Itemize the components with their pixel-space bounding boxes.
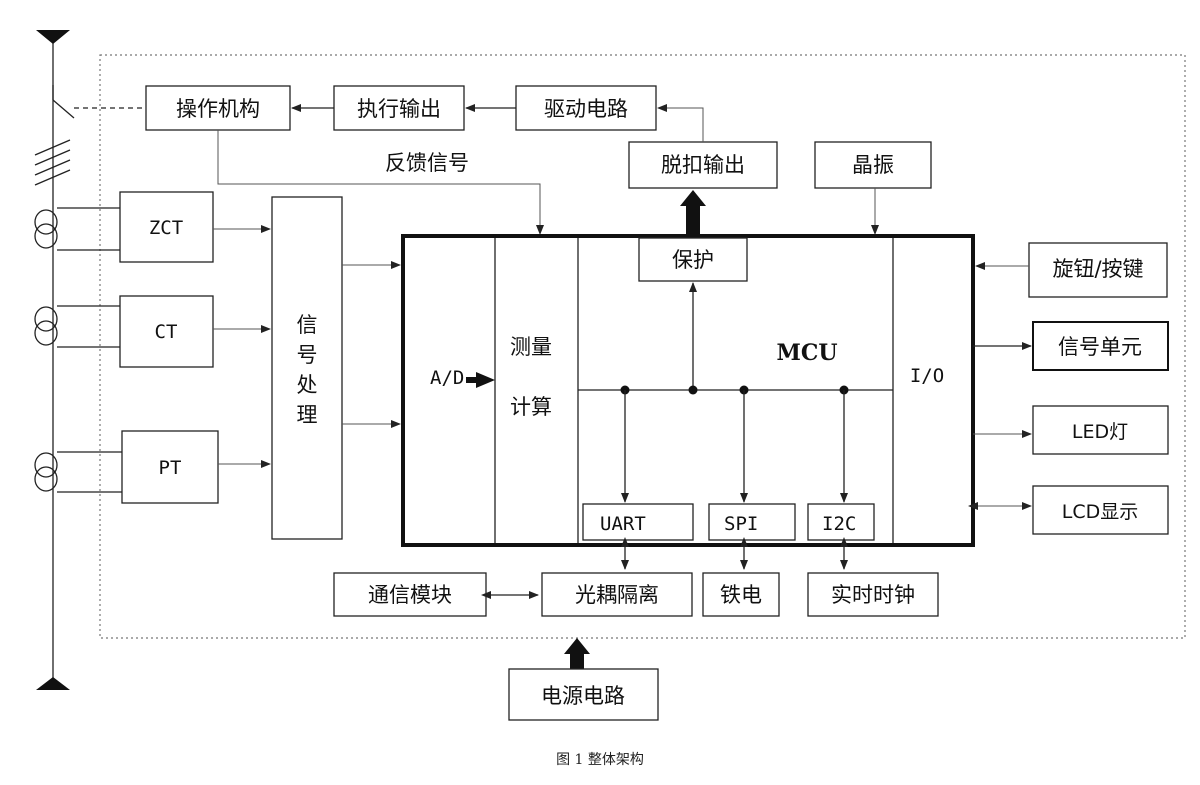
ct-label: CT	[155, 321, 178, 343]
io-label: I/O	[910, 365, 944, 387]
ad-arrow-icon	[466, 372, 495, 388]
comm-module-label: 通信模块	[368, 583, 452, 607]
pt-label: PT	[159, 457, 182, 479]
led-light-label: LED灯	[1072, 421, 1128, 443]
execute-output-label: 执行输出	[357, 97, 441, 121]
signal-processing-char-3: 处	[297, 373, 318, 397]
mcu-block: A/D 测量 计算 MCU I/O 保护 UART SPI I2C	[401, 234, 975, 547]
rtc-block: 实时时钟	[807, 572, 939, 617]
signal-processing-char-4: 理	[297, 403, 318, 427]
zct-label: ZCT	[149, 217, 183, 239]
power-circuit-label: 电源电路	[541, 684, 625, 708]
zct-transformer-icon	[34, 209, 58, 249]
optocoupler-block: 光耦隔离	[541, 572, 693, 617]
power-arrow-icon	[564, 638, 590, 669]
operating-mechanism-label: 操作机构	[176, 97, 260, 121]
lcd-display-label: LCD显示	[1062, 501, 1138, 523]
measure-label: 测量	[510, 335, 552, 359]
trip-output-block: 脱扣输出	[628, 141, 778, 189]
top-ground-symbol	[36, 30, 70, 44]
comm-module-block: 通信模块	[333, 572, 487, 617]
signal-unit-label: 信号单元	[1058, 335, 1142, 359]
i2c-label: I2C	[822, 513, 856, 535]
protection-block: 保护	[638, 237, 748, 282]
operating-mechanism-block: 操作机构	[145, 85, 291, 131]
bottom-ground-symbol	[36, 677, 70, 690]
crystal-label: 晶振	[852, 153, 894, 177]
knob-keys-block: 旋钮/按键	[1028, 242, 1168, 298]
lcd-display-block: LCD显示	[1032, 485, 1169, 535]
fram-label: 铁电	[720, 583, 762, 607]
power-circuit-block: 电源电路	[508, 668, 659, 721]
optocoupler-label: 光耦隔离	[575, 583, 659, 607]
pt-transformer-icon	[34, 452, 58, 492]
fram-block: 铁电	[702, 572, 780, 617]
knob-keys-label: 旋钮/按键	[1052, 257, 1143, 281]
pt-block: PT	[121, 430, 219, 504]
execute-output-block: 执行输出	[333, 85, 465, 131]
drive-circuit-block: 驱动电路	[515, 85, 657, 131]
spi-label: SPI	[724, 513, 758, 535]
signal-processing-block: 信 号 处 理	[271, 196, 343, 540]
drive-circuit-label: 驱动电路	[544, 97, 628, 121]
power-line	[34, 30, 146, 690]
uart-block: UART	[582, 503, 694, 541]
ad-label: A/D	[430, 367, 464, 389]
i2c-block: I2C	[807, 503, 875, 541]
ct-transformer-icon	[34, 306, 58, 346]
uart-label: UART	[600, 513, 646, 535]
signal-processing-char-2: 号	[297, 343, 318, 367]
spi-block: SPI	[708, 503, 796, 541]
trip-output-label: 脱扣输出	[661, 153, 745, 177]
ct-block: CT	[119, 295, 214, 368]
protection-label: 保护	[672, 248, 714, 272]
calc-label: 计算	[510, 395, 552, 419]
figure-caption: 图 1 整体架构	[556, 752, 644, 768]
signal-unit-block: 信号单元	[1032, 321, 1169, 371]
feedback-signal-label: 反馈信号	[385, 151, 469, 175]
led-light-block: LED灯	[1032, 405, 1169, 455]
device-boundary	[99, 54, 1186, 639]
crystal-block: 晶振	[814, 141, 932, 189]
zct-block: ZCT	[119, 191, 214, 263]
signal-processing-char-1: 信	[297, 313, 318, 337]
trip-arrow-icon	[680, 190, 706, 236]
mcu-label: MCU	[776, 340, 837, 366]
rtc-label: 实时时钟	[831, 583, 915, 607]
